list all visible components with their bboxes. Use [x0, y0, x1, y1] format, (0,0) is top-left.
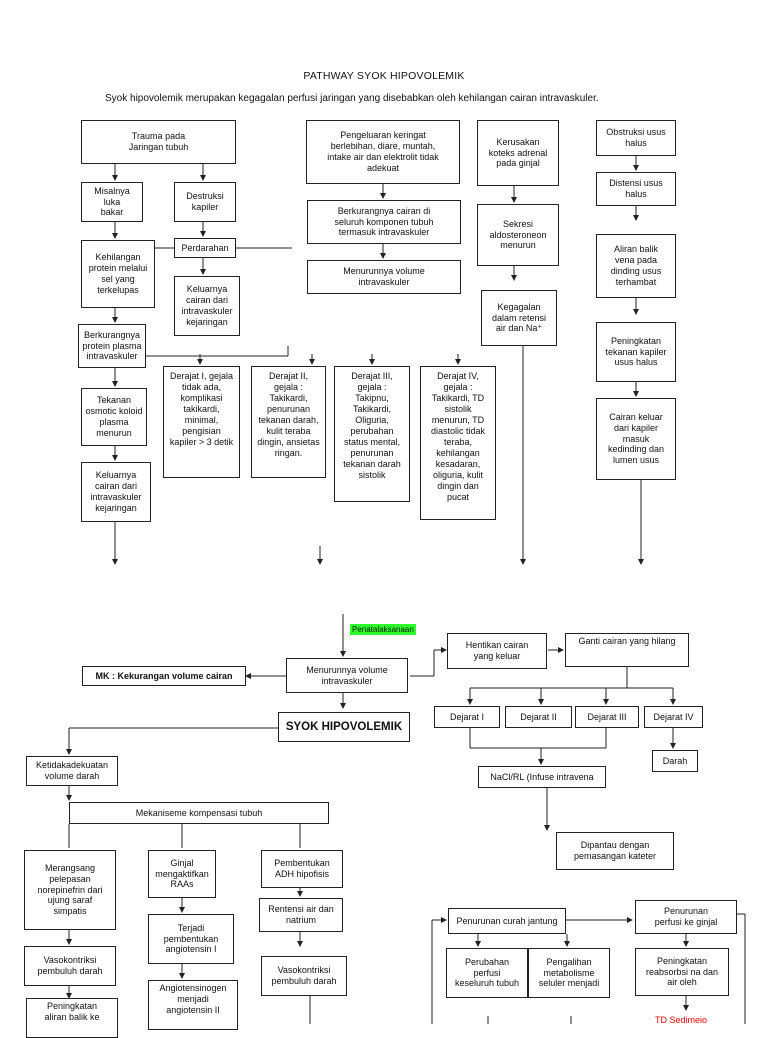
peningkatan-aliran-box: Peningkatan aliran balik ke	[26, 998, 118, 1038]
dejarat-2-box: Dejarat II	[505, 706, 572, 728]
retensi-air-box: Rentensi air dan natrium	[259, 898, 343, 932]
mk-kekurangan-volume-box: MK : Kekurangan volume cairan	[82, 666, 246, 686]
kerusakan-adrenal-box: Kerusakan koteks adrenal pada ginjal	[477, 120, 559, 186]
menurunnya-volume-bottom-box: Menurunnya volume intravaskuler	[286, 658, 408, 693]
sekresi-aldosteron-box: Sekresi aldosteroneon menurun	[477, 204, 559, 266]
trauma-box: Trauma pada Jaringan tubuh	[81, 120, 236, 164]
penurunan-curah-jantung-box: Penurunan curah jantung	[448, 908, 566, 934]
merangsang-norepinefrin-box: Merangsang pelepasan norepinefrin dari u…	[24, 850, 116, 930]
berkurangnya-cairan-box: Berkurangnya cairan di seluruh komponen …	[307, 200, 461, 244]
penatalaksanaan-label: Penatalaksanaan	[350, 624, 416, 635]
pengalihan-metabolisme-box: Pengalihan metabolisme seluler menjadi	[528, 948, 610, 998]
dipantau-box: Dipantau dengan pemasangan kateter	[556, 832, 674, 870]
ginjal-raas-box: Ginjal mengaktifkan RAAs	[148, 850, 216, 898]
aliran-balik-box: Aliran balik vena pada dinding usus terh…	[596, 234, 676, 298]
perubahan-perfusi-box: Perubahan perfusi keseluruh tubuh	[446, 948, 528, 998]
angiotensin-1-box: Terjadi pembentukan angiotensin I	[148, 914, 234, 964]
keluarnya-cairan-box-2: Keluarnya cairan dari intravaskuler keja…	[81, 462, 151, 522]
pengeluaran-keringat-box: Pengeluaran keringat berlebihan, diare, …	[306, 120, 460, 184]
peningkatan-tekanan-kapiler-box: Peningkatan tekanan kapiler usus halus	[596, 322, 676, 382]
page-title: PATHWAY SYOK HIPOVOLEMIK	[303, 70, 465, 82]
kehilangan-protein-box: Kehilangan protein melalui sel yang terk…	[81, 240, 155, 308]
derajat-3-box: Derajat III, gejala : Takipnu, Takikardi…	[334, 366, 410, 502]
page-subtitle: Syok hipovolemik merupakan kegagalan per…	[105, 93, 599, 104]
td-red-text: TD Sedimeio	[655, 1015, 708, 1025]
dejarat-3-box: Dejarat III	[575, 706, 639, 728]
dejarat-4-box: Dejarat IV	[644, 706, 703, 728]
pembentukan-adh-box: Pembentukan ADH hipofisis	[261, 850, 343, 888]
vasokontriksi-box-1: Vasokontriksi pembuluh darah	[24, 946, 116, 986]
derajat-1-box: Derajat I, gejala tidak ada, komplikasi …	[163, 366, 240, 478]
vasokontriksi-box-2: Vasokontriksi pembuluh darah	[261, 956, 347, 996]
distensi-usus-box: Distensi usus halus	[596, 172, 676, 206]
hentikan-cairan-box: Hentikan cairan yang keluar	[447, 633, 547, 669]
perdarahan-box: Perdarahan	[174, 238, 236, 258]
darah-box: Darah	[652, 750, 698, 772]
angiotensinogen-box: Angiotensinogen menjadi angiotensin II	[148, 980, 238, 1030]
ganti-cairan-box: Ganti cairan yang hilang	[565, 633, 689, 667]
luka-bakar-box: Misalnya luka bakar	[81, 182, 143, 222]
kegagalan-retensi-box: Kegagalan dalam retensi air dan Na⁺	[481, 290, 557, 346]
menurunnya-volume-top-box: Menurunnya volume intravaskuler	[307, 260, 461, 294]
syok-hipovolemik-box: SYOK HIPOVOLEMIK	[278, 712, 410, 742]
penurunan-perfusi-ginjal-box: Penurunan perfusi ke ginjal	[635, 900, 737, 934]
derajat-4-box: Derajat IV, gejala : Takikardi, TD sisto…	[420, 366, 496, 520]
dejarat-1-box: Dejarat I	[434, 706, 500, 728]
obstruksi-usus-box: Obstruksi usus halus	[596, 120, 676, 156]
ketidakadekuatan-box: Ketidakadekuatan volume darah	[26, 756, 118, 786]
destruksi-kapiler-box: Destruksi kapiler	[174, 182, 236, 222]
mekanisme-kompensasi-box: Mekaniseme kompensasi tubuh	[69, 802, 329, 824]
peningkatan-reabsorbsi-box: Peningkatan reabsorbsi na dan air oleh	[635, 948, 729, 996]
nacl-box: NaCl/RL (Infuse intravena	[478, 766, 606, 788]
keluarnya-cairan-box-1: Keluarnya cairan dari intravaskuler keja…	[174, 276, 240, 336]
tekanan-osmotic-box: Tekanan osmotic koloid plasma menurun	[81, 388, 147, 446]
cairan-keluar-box: Cairan keluar dari kapiler masuk kedindi…	[596, 398, 676, 480]
berkurangnya-protein-box: Berkurangnya protein plasma intravaskule…	[78, 324, 146, 368]
derajat-2-box: Derajat II, gejala : Takikardi, penuruna…	[251, 366, 326, 478]
